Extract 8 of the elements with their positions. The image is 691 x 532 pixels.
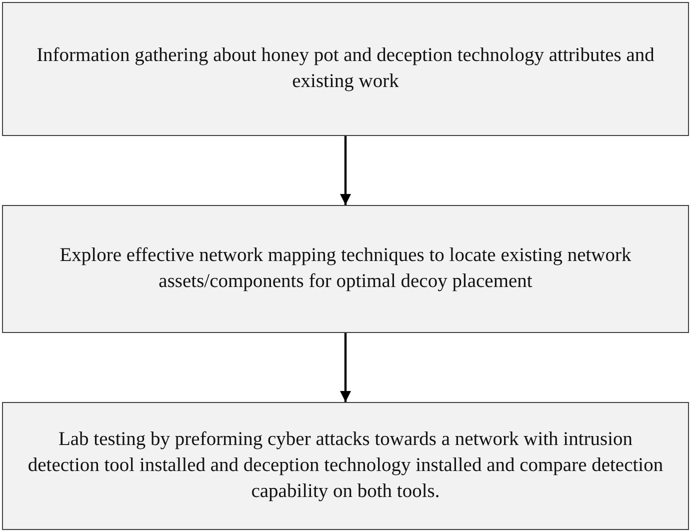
arrow (340, 136, 351, 205)
arrow (340, 333, 351, 402)
step-text: Explore effective network mapping techniques to locate existing network assets/components for optimal decoy placement (58, 244, 632, 294)
process-box (2, 402, 689, 530)
step-text: Information gathering about honey pot and deception technology attributes and existing work (36, 44, 656, 94)
process-box (2, 2, 689, 136)
process-box (2, 205, 689, 333)
step-text: Lab testing by preforming cyber attacks towards a network with intrusion detection tool installed and deception technology installed and compare detection capability on both tools. (26, 428, 664, 504)
